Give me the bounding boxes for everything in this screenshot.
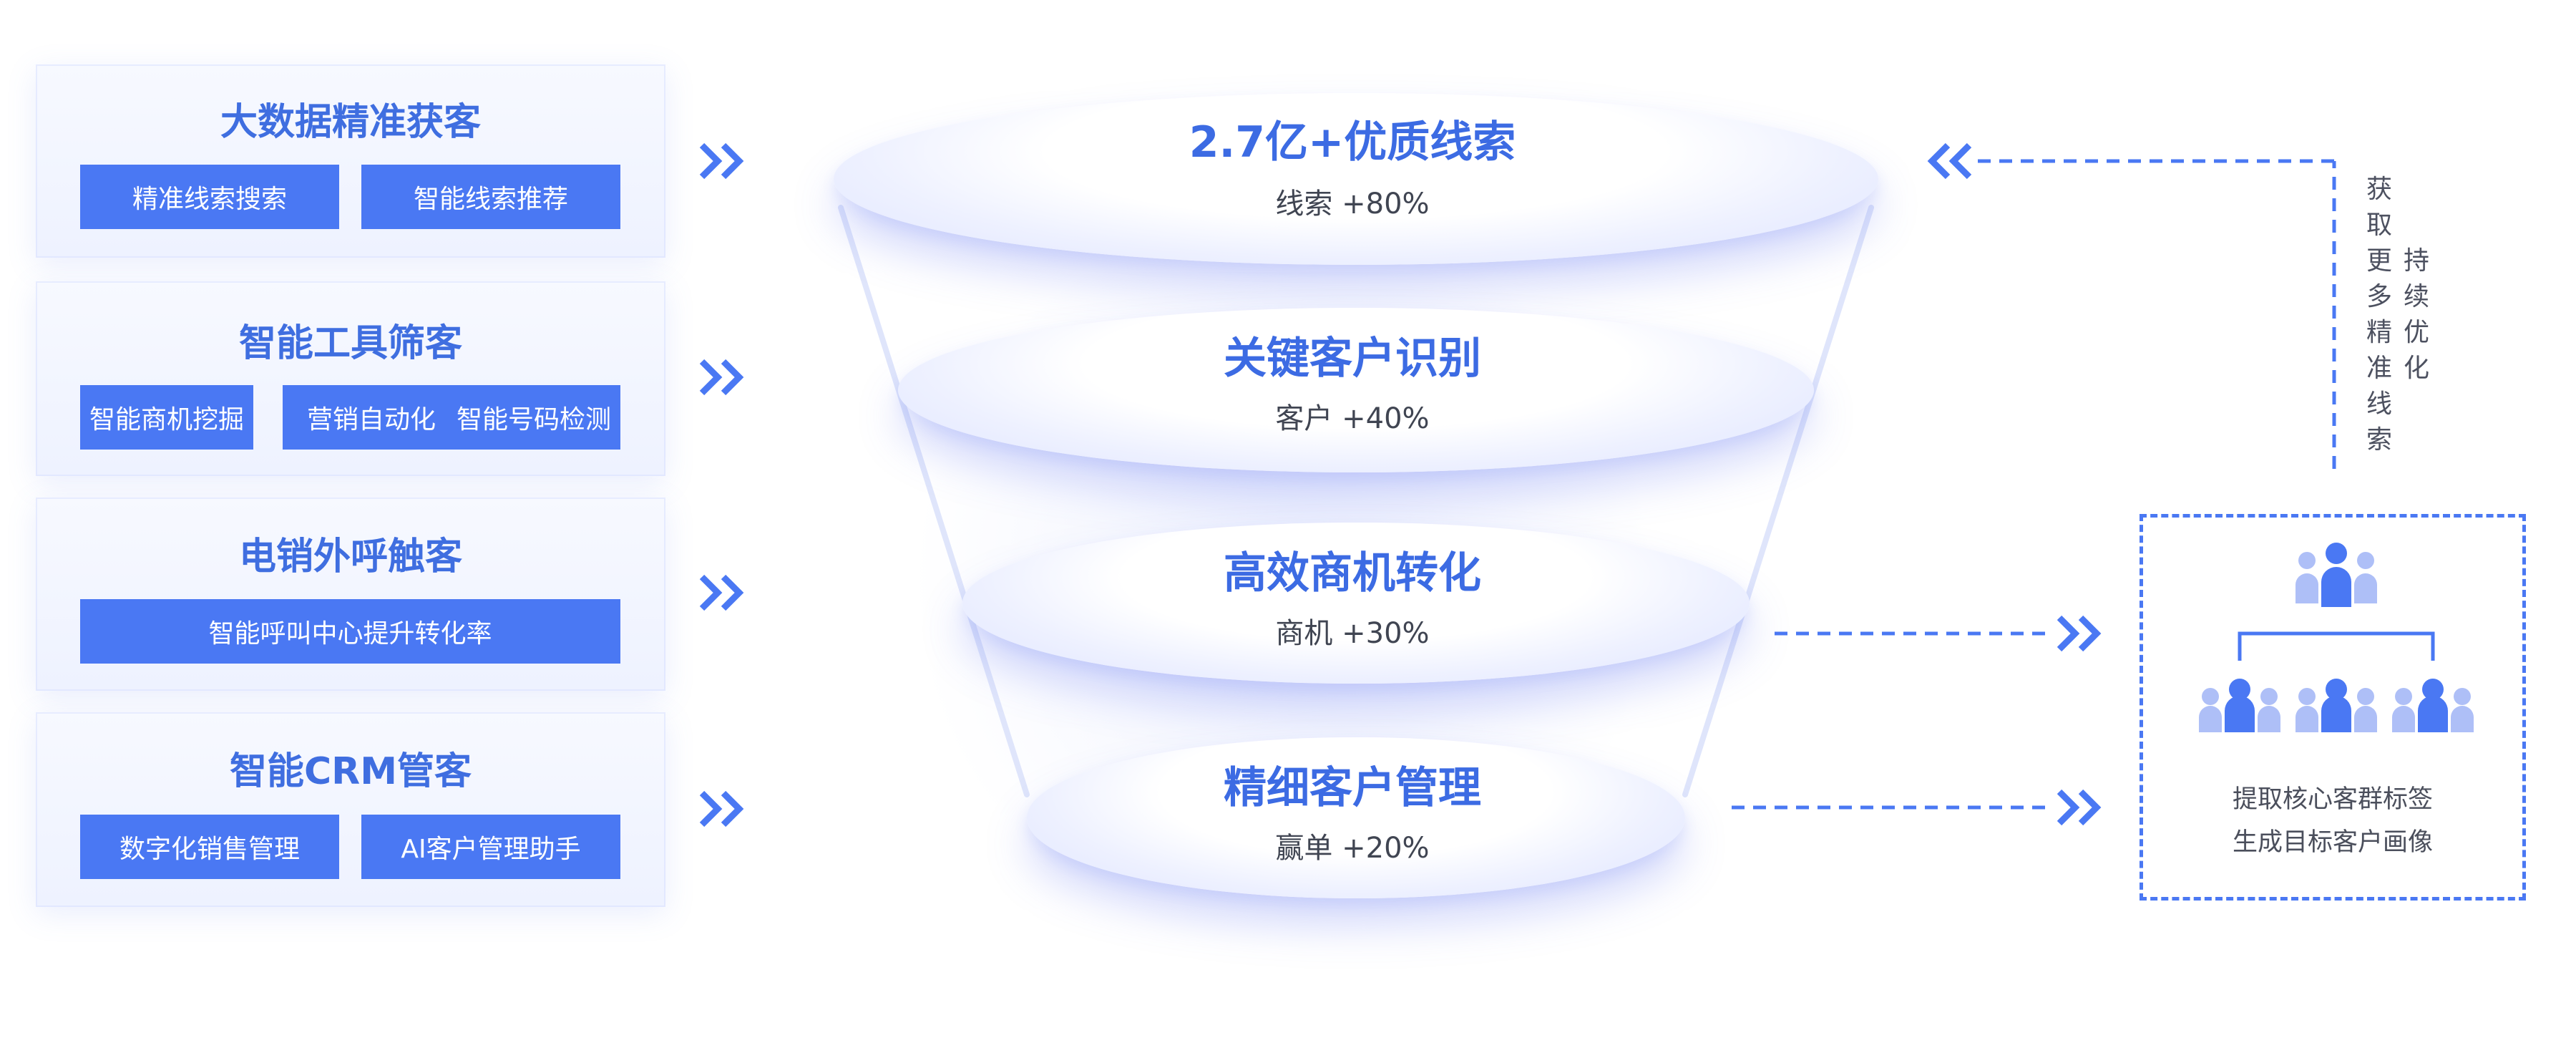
target-caption-line-1: 提取核心客群标签 (2232, 785, 2433, 814)
funnel-layer-2 (898, 308, 1814, 472)
funnel-stage-opportunities: 高效商机转化 商机 +30% (1088, 530, 1617, 673)
double-chevron-right-icon (699, 790, 744, 827)
funnel-stage-deals: 精细客户管理 赢单 +20% (1088, 744, 1617, 888)
user-group-middle (2296, 679, 2377, 732)
panel-smart-tools: 智能工具筛客 智能商机挖掘 营销自动化 智能号码检测 (36, 281, 665, 476)
loop-label-optimize: 持续优化 (2403, 246, 2429, 383)
panel-big-data: 大数据精准获客 精准线索搜索 智能线索推荐 (36, 64, 665, 258)
chip-number-detection[interactable]: 智能号码检测 (447, 385, 620, 450)
chip-marketing-automation[interactable]: 营销自动化 (283, 385, 460, 450)
funnel-stage-leads: 2.7亿+优质线索 线索 +80% (1088, 100, 1617, 243)
chip-precise-lead-search[interactable]: 精准线索搜索 (80, 165, 339, 229)
stage-title: 高效商机转化 (1224, 548, 1481, 598)
double-chevron-right-icon (2057, 615, 2102, 652)
stage-metric: 线索 +80% (1275, 188, 1430, 220)
loop-label-more-leads: 获取更多精准线索 (2366, 175, 2392, 455)
user-group-icon (2199, 543, 2474, 732)
funnel-stage-customers: 关键客户识别 客户 +40% (1088, 315, 1617, 458)
panel-title: 电销外呼触客 (238, 535, 462, 578)
double-chevron-right-icon (699, 574, 744, 611)
target-caption-line-2: 生成目标客户画像 (2232, 828, 2433, 857)
double-chevron-right-icon (2057, 789, 2102, 826)
stage-metric: 商机 +30% (1275, 617, 1430, 650)
stage-metric: 客户 +40% (1275, 402, 1430, 435)
stage-title: 精细客户管理 (1224, 763, 1481, 813)
chip-ai-customer-assistant[interactable]: AI客户管理助手 (361, 815, 620, 879)
panel-title: 智能CRM管客 (230, 750, 472, 793)
panel-title: 大数据精准获客 (220, 101, 481, 144)
panel-title: 智能工具筛客 (238, 322, 462, 365)
user-group-right (2392, 679, 2474, 732)
user-group-left (2199, 679, 2280, 732)
panel-telesales: 电销外呼触客 智能呼叫中心提升转化率 (36, 497, 665, 691)
chip-call-center[interactable]: 智能呼叫中心提升转化率 (80, 599, 620, 664)
stage-title: 关键客户识别 (1224, 334, 1481, 384)
double-chevron-left-icon (1927, 142, 1972, 180)
funnel-layer-4 (1027, 737, 1685, 898)
user-group-top (2296, 543, 2377, 607)
stage-title: 2.7亿+优质线索 (1189, 117, 1516, 168)
panel-crm: 智能CRM管客 数字化销售管理 AI客户管理助手 (36, 712, 665, 907)
chip-smart-lead-recommend[interactable]: 智能线索推荐 (361, 165, 620, 229)
stage-metric: 赢单 +20% (1275, 832, 1430, 865)
double-chevron-right-icon (699, 142, 744, 180)
funnel-layer-3 (962, 523, 1750, 684)
double-chevron-right-icon (699, 359, 744, 396)
target-profile-box: 提取核心客群标签 生成目标客户画像 (2140, 514, 2526, 901)
chip-opportunity-mining[interactable]: 智能商机挖掘 (80, 385, 253, 450)
chip-digital-sales-management[interactable]: 数字化销售管理 (80, 815, 339, 879)
funnel-layer-1 (834, 93, 1878, 265)
